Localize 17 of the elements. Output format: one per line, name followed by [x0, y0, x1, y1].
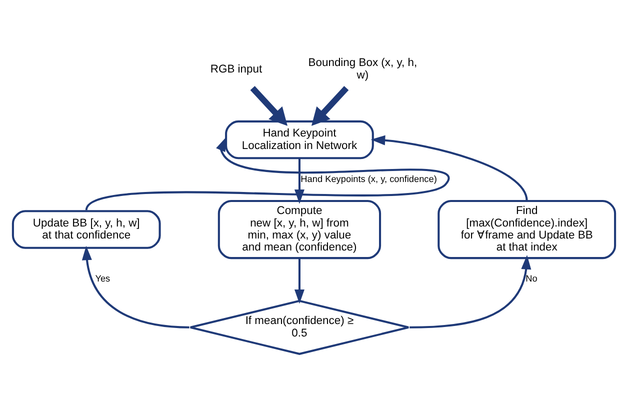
arrow	[250, 86, 288, 126]
node-box: Hand Keypoint Localization in Network	[225, 120, 374, 160]
node-box: Find [max(Confidence).index] for ∀frame and Update BB at that index	[438, 200, 616, 260]
arrow	[311, 86, 349, 126]
node-box: Compute new [x, y, h, w] from min, max (x, y) value and mean (confidence)	[218, 200, 382, 260]
arrow	[370, 135, 528, 202]
arrow	[82, 246, 190, 328]
arrow	[294, 258, 304, 304]
node-text: Bounding Box (x, y, h, w)	[308, 57, 418, 82]
edge-label: Hand Keypoints (x, y, confidence)	[300, 174, 437, 184]
edge-label: No	[526, 274, 538, 284]
node-diamond: If mean(confidence) ≥ 0.5	[189, 300, 410, 355]
arrow	[86, 136, 450, 211]
node-text: RGB input	[210, 63, 262, 76]
edge-label: Yes	[95, 274, 110, 284]
arrow	[410, 254, 532, 328]
node-box: Update BB [x, y, h, w] at that confidence	[12, 210, 161, 249]
